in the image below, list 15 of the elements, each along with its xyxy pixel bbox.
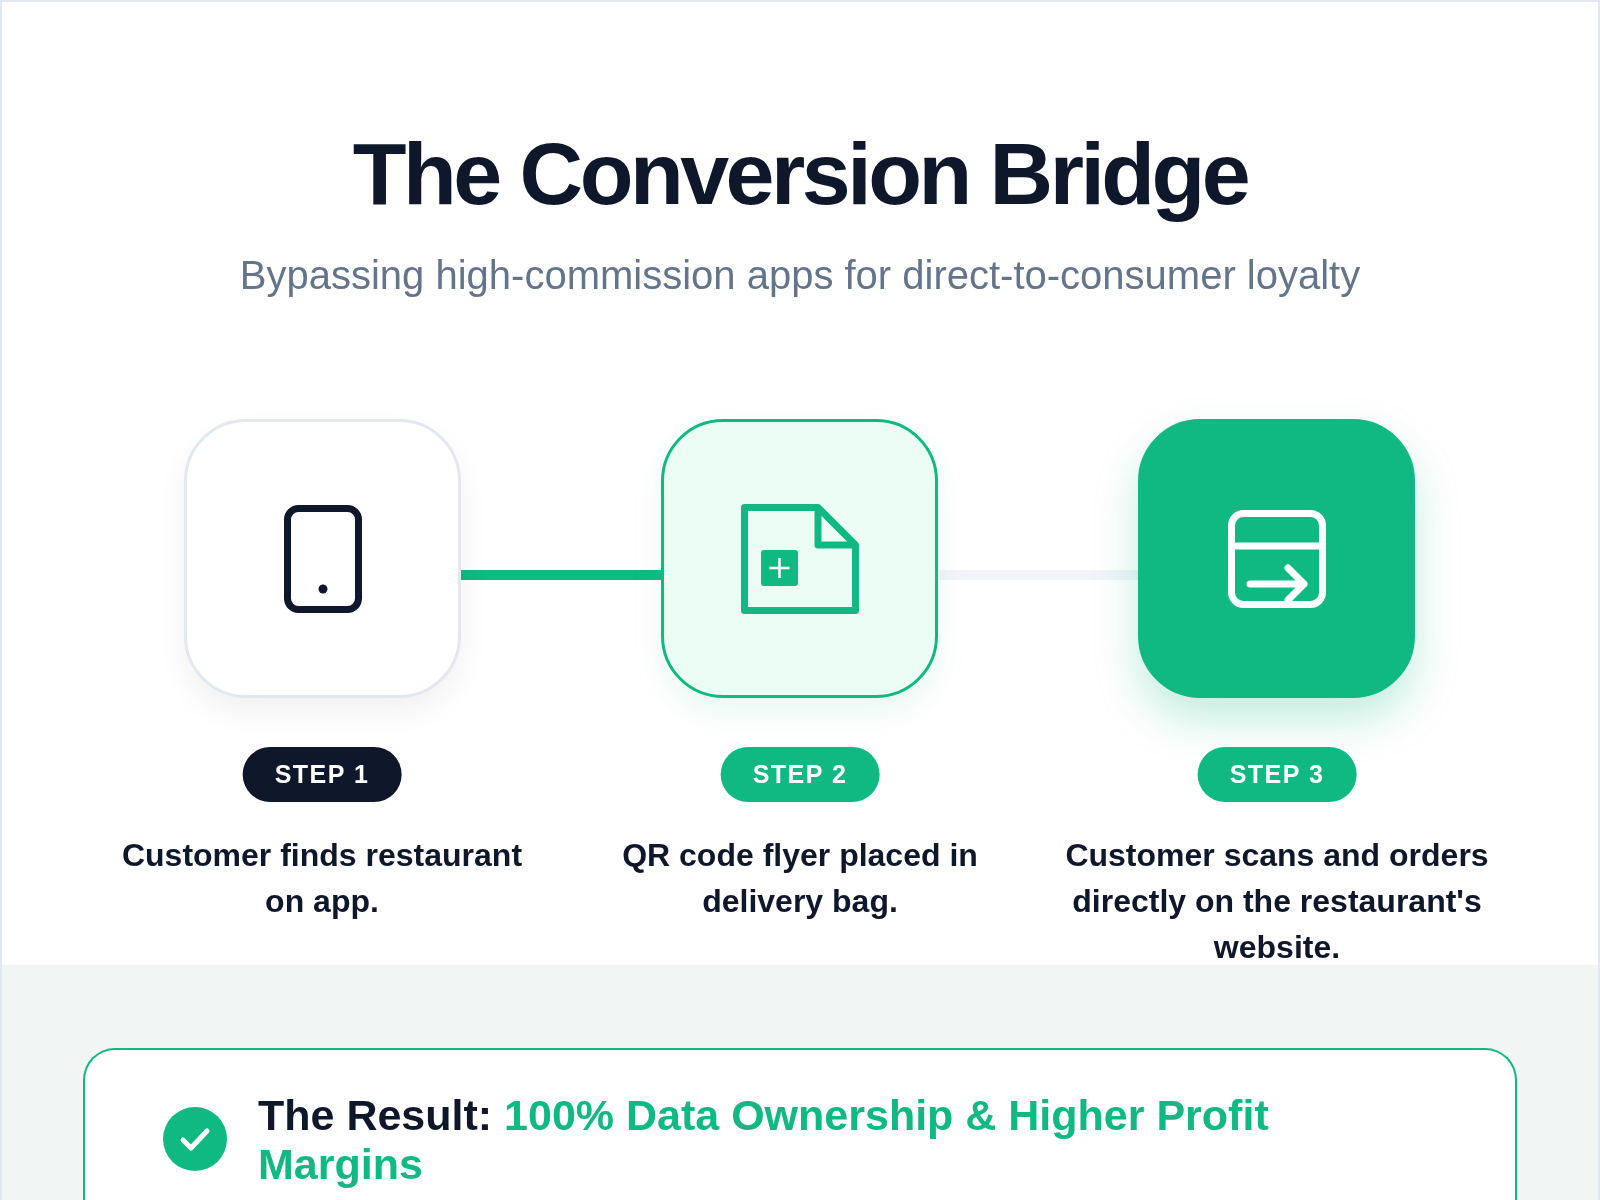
subtitle: Bypassing high-commission apps for direct-to-consumer loyalty	[239, 252, 1361, 299]
step-icon-tile	[1138, 419, 1415, 698]
result-card	[83, 1048, 1517, 1200]
step-description: Customer finds restaurant on app.	[120, 836, 524, 921]
step-description: Customer scans and orders directly on the restaurant's website.	[1064, 836, 1490, 967]
connector-line	[461, 570, 661, 580]
step-icon-tile	[661, 419, 938, 698]
connector-line	[938, 570, 1138, 580]
step-badge: STEP 2	[720, 747, 880, 802]
step-badge: STEP 1	[242, 747, 402, 802]
title: The Conversion Bridge	[352, 124, 1248, 224]
step-description: QR code flyer placed in delivery bag.	[621, 836, 979, 921]
step-icon-tile	[184, 419, 461, 698]
result-text: The Result: 100% Data Ownership & Higher Profit Margins	[258, 1091, 1270, 1189]
step-badge: STEP 3	[1197, 747, 1357, 802]
